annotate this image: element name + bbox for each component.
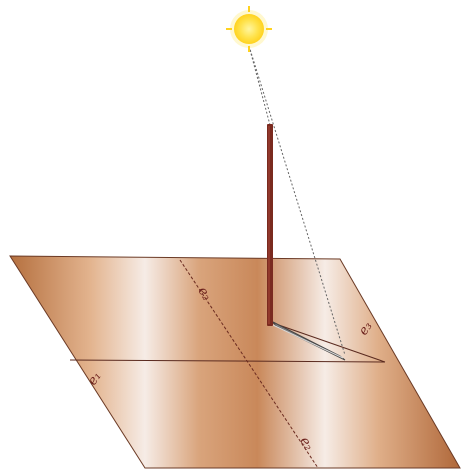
ground-plane bbox=[10, 256, 460, 468]
sun-to-rod-line bbox=[249, 46, 270, 125]
vertical-rod bbox=[267, 124, 273, 326]
sun-icon bbox=[226, 6, 272, 52]
